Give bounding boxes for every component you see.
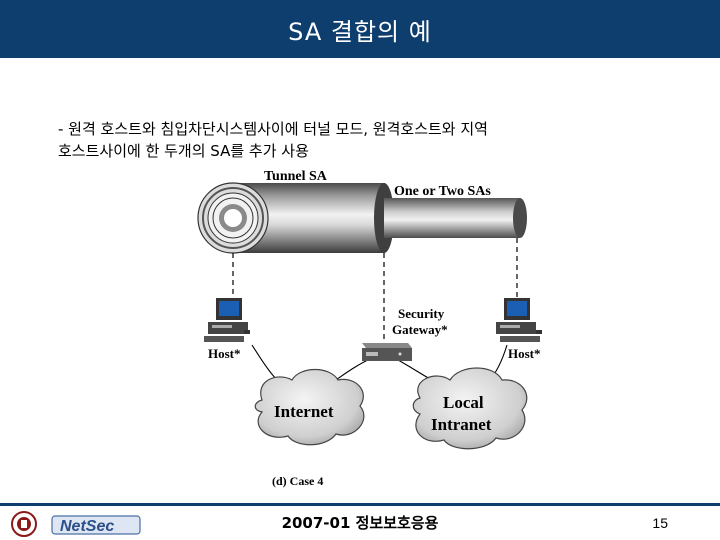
university-seal-logo xyxy=(11,511,37,537)
gateway-label-line1: Security xyxy=(398,306,445,321)
footer-course-label: 2007-01 정보보호응용 xyxy=(281,514,439,532)
tunnel-sa-label: Tunnel SA xyxy=(264,169,328,184)
netsec-logo: NetSec xyxy=(51,515,141,535)
gateway-label-line2: Gateway* xyxy=(392,322,448,337)
page-number: 15 xyxy=(652,515,668,531)
inner-sa-label: One or Two SAs xyxy=(394,184,491,199)
bullet-line-1: - 원격 호스트와 침입차단시스템사이에 터널 모드, 원격호스트와 지역 xyxy=(58,120,488,138)
intranet-label-line2: Intranet xyxy=(431,415,492,434)
intranet-label-line1: Local xyxy=(443,393,484,412)
netsec-logo-text: NetSec xyxy=(60,518,114,535)
security-gateway-icon xyxy=(362,343,412,361)
host-right-label: Host* xyxy=(508,346,541,361)
internet-label: Internet xyxy=(274,402,334,421)
tunnel-end-rings xyxy=(197,182,269,254)
host-left-computer-icon xyxy=(204,298,250,342)
intranet-cloud-icon xyxy=(412,367,528,450)
host-left-label: Host* xyxy=(208,346,241,361)
footer-divider xyxy=(0,503,720,506)
slide-title: SA 결합의 예 xyxy=(288,17,432,46)
slide-title-bar: SA 결합의 예 xyxy=(0,0,720,58)
bullet-line-2: 호스트사이에 한 두개의 SA를 추가 사용 xyxy=(58,142,309,160)
inner-sa-tube xyxy=(384,198,527,238)
diagram-caption: (d) Case 4 xyxy=(272,474,323,488)
host-right-computer-icon xyxy=(496,298,542,342)
internet-cloud-icon xyxy=(254,368,365,446)
bullet-text: - 원격 호스트와 침입차단시스템사이에 터널 모드, 원격호스트와 지역 호스… xyxy=(58,118,658,162)
